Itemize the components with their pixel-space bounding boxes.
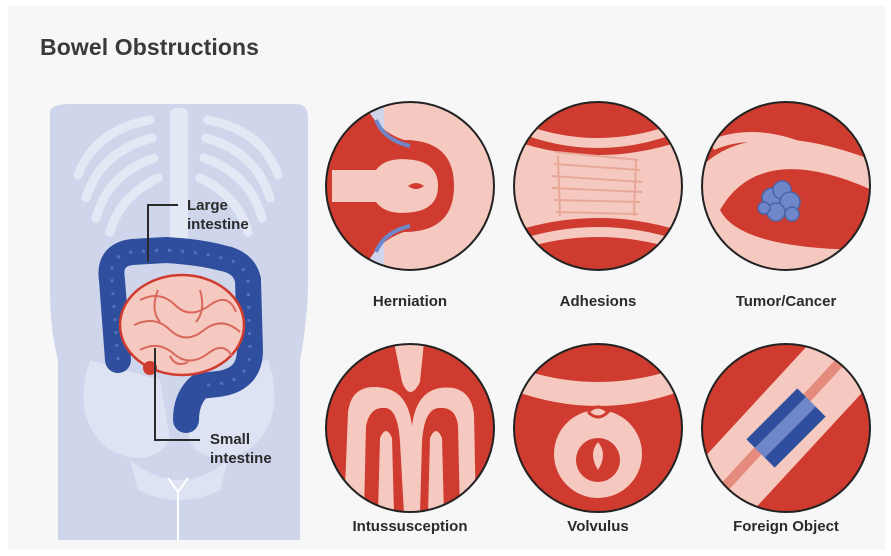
adhesions-illustration (512, 100, 684, 272)
caption-foreign-object: Foreign Object (691, 518, 881, 535)
small-intestine-label-line1: Small (210, 430, 272, 449)
small-intestine-label-line2: intestine (210, 449, 272, 468)
caption-tumor-cancer: Tumor/Cancer (691, 293, 881, 310)
caption-herniation: Herniation (315, 293, 505, 310)
spine (170, 108, 188, 258)
intussusception-illustration (324, 342, 496, 514)
caption-adhesions: Adhesions (503, 293, 693, 310)
large-intestine-label-line1: Large (187, 196, 249, 215)
caption-volvulus: Volvulus (503, 518, 693, 535)
herniation-illustration (324, 100, 496, 272)
tumor-illustration (700, 100, 872, 272)
small-intestine-label: Small intestine (210, 430, 272, 468)
volvulus-illustration (512, 342, 684, 514)
foreign-object-illustration (700, 342, 872, 514)
large-intestine-label-line2: intestine (187, 215, 249, 234)
caption-intussusception: Intussusception (315, 518, 505, 535)
large-intestine-label: Large intestine (187, 196, 249, 234)
